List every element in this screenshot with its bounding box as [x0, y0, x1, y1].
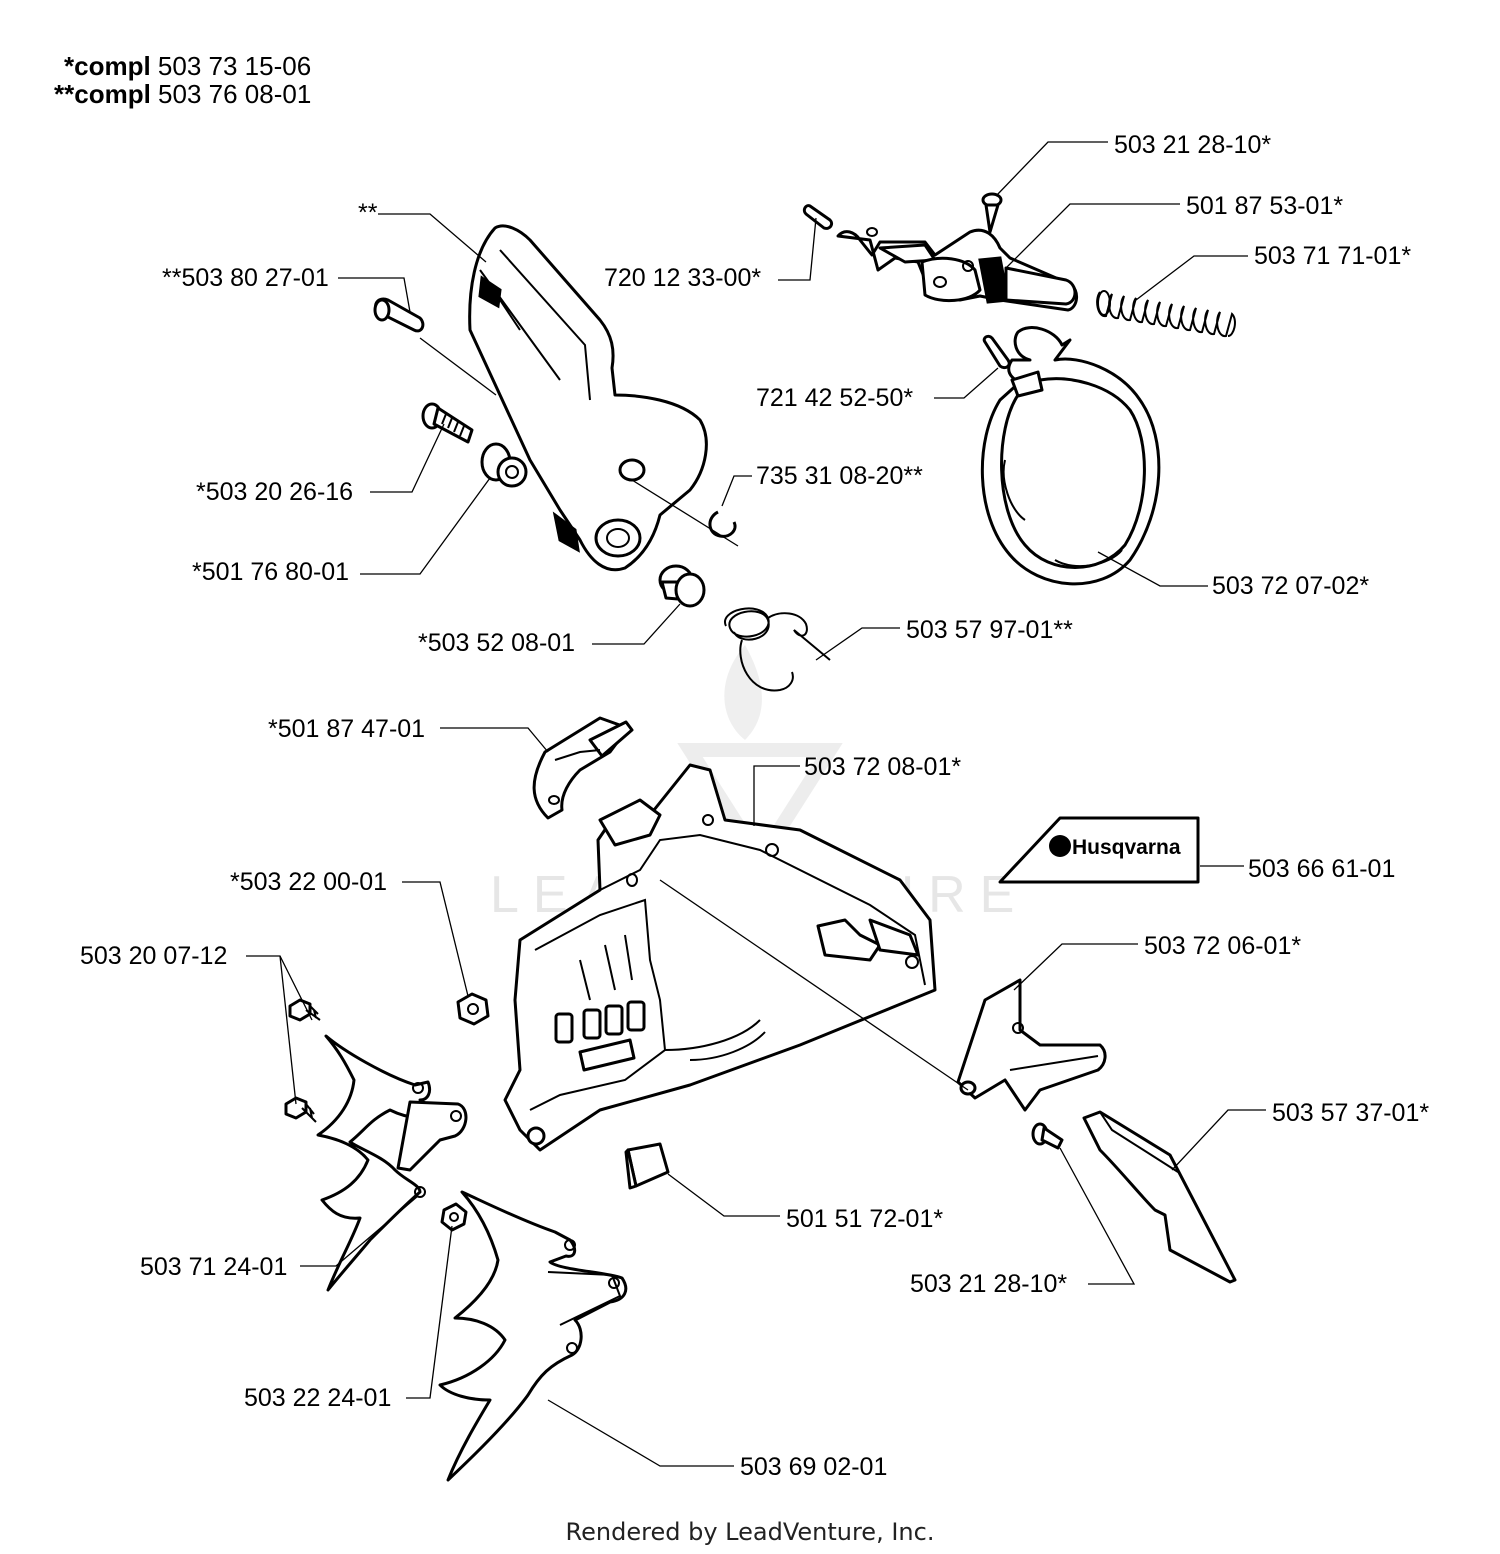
callout-label: 503 72 07-02* — [1212, 572, 1369, 600]
callout-label: 501 51 72-01* — [786, 1205, 943, 1233]
decal-brand: Husqvarna — [1072, 836, 1181, 859]
screw-icon — [421, 402, 474, 444]
kit-prefix: *compl — [64, 51, 151, 81]
circlip-icon — [708, 510, 737, 538]
washer-icon — [480, 442, 528, 488]
callout-label: 503 57 97-01** — [906, 616, 1073, 644]
nut-icon — [456, 992, 490, 1026]
callout-label: 503 57 37-01* — [1272, 1099, 1429, 1127]
callout-label: *503 22 00-01 — [230, 868, 387, 896]
spike-bumper-outer — [438, 1190, 628, 1482]
torsion-spring-icon — [724, 607, 831, 692]
kit-number: 503 73 15-06 — [157, 51, 312, 81]
leader-lines — [246, 141, 1266, 1467]
watermark-flame — [724, 645, 762, 740]
kit-line-2: **compl 503 76 08-01 — [54, 80, 311, 108]
husqvarna-logo-icon — [1049, 835, 1071, 857]
bolt-icon — [373, 297, 425, 333]
screw-icon — [1031, 1122, 1064, 1150]
callout-label: 503 72 06-01* — [1144, 932, 1301, 960]
husqvarna-decal: Husqvarna — [998, 816, 1200, 884]
kit-prefix: **compl — [54, 79, 151, 109]
callout-label: 503 21 28-10* — [1114, 131, 1271, 159]
callout-label: 720 12 33-00* — [604, 264, 761, 292]
callout-label: *501 76 80-01 — [192, 558, 349, 586]
chain-guide-plate — [1082, 1110, 1237, 1284]
watermark-mark — [677, 743, 843, 874]
bushing-icon — [658, 564, 706, 608]
callout-labels: ** **503 80 27-01 *503 20 26-16 *501 76 … — [80, 131, 1429, 1481]
callout-label: 503 66 61-01 — [1248, 855, 1395, 883]
screw-icon — [981, 192, 1003, 234]
callout-label: 503 20 07-12 — [80, 942, 227, 970]
callout-label: 721 42 52-50* — [756, 384, 913, 412]
nut-icon — [440, 1202, 468, 1232]
brake-band — [980, 326, 1161, 586]
callout-label: 503 21 28-10* — [910, 1270, 1067, 1298]
kit-line-1: *compl 503 73 15-06 — [64, 52, 311, 80]
chain-brake-handle — [468, 224, 708, 572]
footer-credit: Rendered by LeadVenture, Inc. — [565, 1518, 935, 1546]
guide-clip — [532, 716, 634, 820]
callout-label: 735 31 08-20** — [756, 462, 923, 490]
bolt-icon — [288, 998, 321, 1022]
coil-spring-icon — [1096, 290, 1236, 338]
callout-label: 501 87 53-01* — [1186, 192, 1343, 220]
brake-lever-assembly — [836, 227, 1078, 312]
callout-label: **503 80 27-01 — [162, 264, 329, 292]
callout-label: ** — [358, 199, 378, 227]
callout-label: 503 71 24-01 — [140, 1253, 287, 1281]
clutch-cover — [503, 763, 937, 1152]
callout-label: 503 69 02-01 — [740, 1453, 887, 1481]
rubber-pad — [624, 1142, 670, 1190]
callout-label: 503 22 24-01 — [244, 1384, 391, 1412]
kit-number: 503 76 08-01 — [158, 79, 312, 109]
chain-catcher-plate — [956, 978, 1107, 1112]
callout-label: *503 52 08-01 — [418, 629, 575, 657]
spike-bumper-inner — [316, 1034, 468, 1292]
bolt-icon — [284, 1096, 317, 1123]
callout-label: 503 71 71-01* — [1254, 242, 1411, 270]
callout-label: 503 72 08-01* — [804, 753, 961, 781]
pin-icon — [802, 204, 834, 230]
callout-label: *503 20 26-16 — [196, 478, 353, 506]
callout-label: *501 87 47-01 — [268, 715, 425, 743]
pin-icon — [982, 334, 1011, 370]
